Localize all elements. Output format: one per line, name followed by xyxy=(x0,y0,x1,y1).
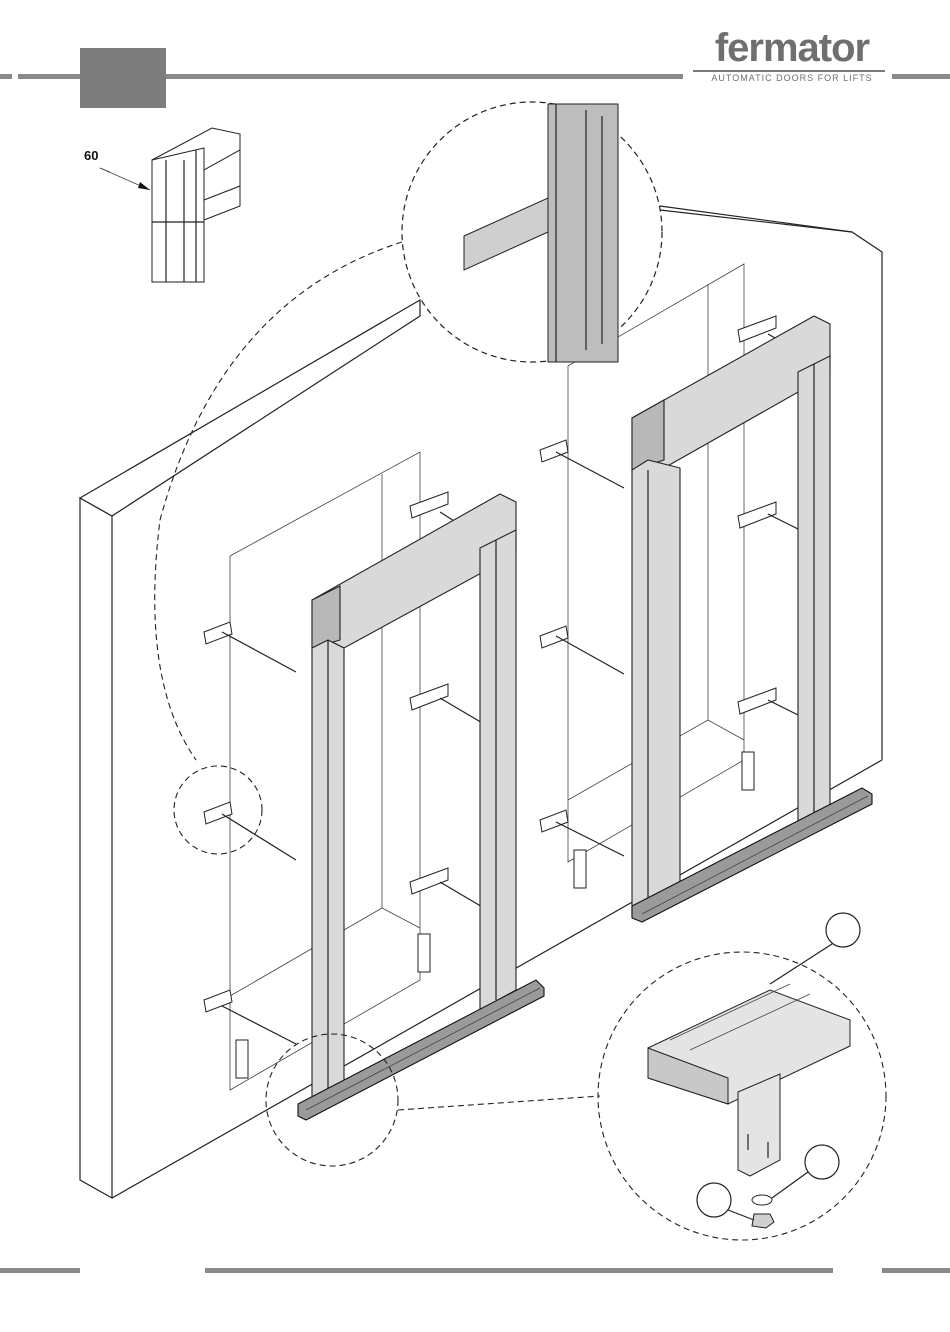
right-door-frame xyxy=(632,316,872,922)
zoom-leader-bottom xyxy=(398,1096,600,1110)
zoom-bottom-detail xyxy=(648,984,850,1228)
corner-detail-drawing xyxy=(100,128,240,282)
reference-circle-a xyxy=(826,913,860,947)
zoom-leader-top xyxy=(155,242,402,760)
reference-circle-c xyxy=(697,1183,731,1217)
left-door-frame xyxy=(298,494,544,1120)
reference-circle-b xyxy=(805,1145,839,1179)
dimension-label: 60 xyxy=(84,148,98,163)
